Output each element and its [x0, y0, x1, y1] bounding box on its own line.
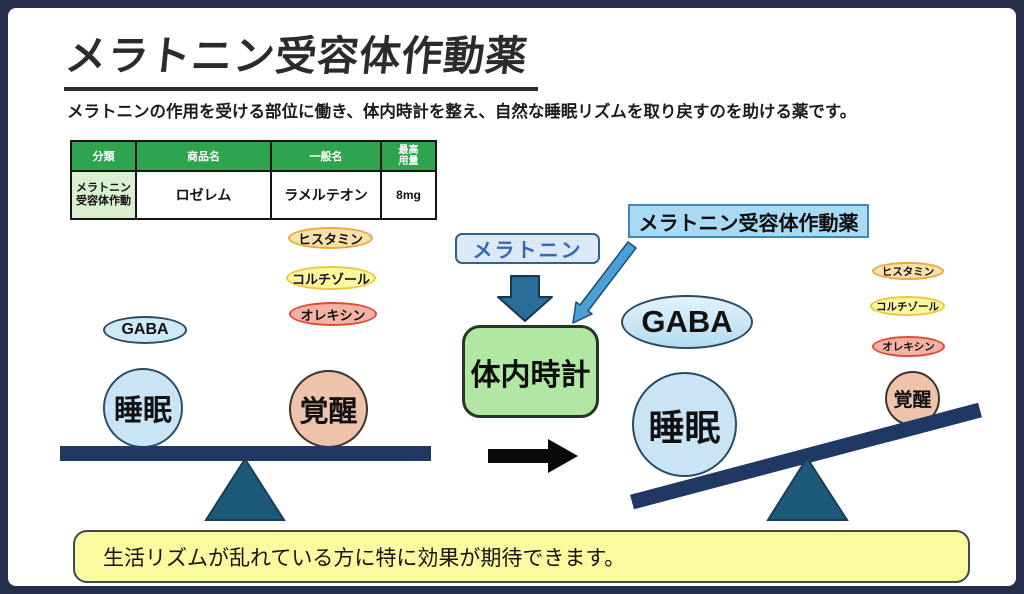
orexin-bubble-left: オレキシン: [289, 302, 377, 326]
page-title: メラトニン受容体作動薬: [63, 22, 538, 91]
drug-table: 分類 商品名 一般名 最高用量 メラトニン受容体作動 ロゼレム ラメルテオン 8…: [70, 140, 437, 220]
table-header-max-dose: 最高用量: [380, 140, 437, 172]
table-header-brand: 商品名: [135, 140, 272, 172]
cell-generic: ラメルテオン: [270, 170, 382, 220]
table-header-category: 分類: [70, 140, 137, 172]
sleep-ball-left: 睡眠: [103, 368, 183, 448]
gaba-bubble-left: GABA: [103, 316, 187, 344]
table-header-generic: 一般名: [270, 140, 382, 172]
melatonin-box: メラトニン: [455, 233, 600, 264]
histamine-bubble-right: ヒスタミン: [872, 262, 944, 280]
cell-category: メラトニン受容体作動: [70, 170, 137, 220]
cell-max-dose: 8mg: [380, 170, 437, 220]
gaba-bubble-right: GABA: [621, 295, 753, 349]
histamine-bubble-left: ヒスタミン: [288, 227, 373, 249]
cell-brand: ロゼレム: [135, 170, 272, 220]
sleep-ball-right: 睡眠: [632, 372, 737, 477]
wake-ball-left: 覚醒: [289, 370, 368, 448]
cortisol-bubble-left: コルチゾール: [286, 266, 376, 290]
footer-note: 生活リズムが乱れている方に特に効果が期待できます。: [73, 530, 970, 583]
page-subtitle: メラトニンの作用を受ける部位に働き、体内時計を整え、自然な睡眠リズムを取り戻すの…: [67, 103, 857, 121]
slide-background: [8, 8, 1016, 586]
page-title-text: メラトニン受容体作動薬: [63, 33, 530, 79]
cortisol-bubble-right: コルチゾール: [870, 296, 945, 316]
drug-label: メラトニン受容体作動薬: [628, 204, 869, 238]
wake-ball-right: 覚醒: [885, 371, 940, 426]
body-clock-box: 体内時計: [462, 325, 599, 418]
table-row: メラトニン受容体作動 ロゼレム ラメルテオン 8mg: [70, 170, 437, 220]
orexin-bubble-right: オレキシン: [872, 336, 945, 357]
